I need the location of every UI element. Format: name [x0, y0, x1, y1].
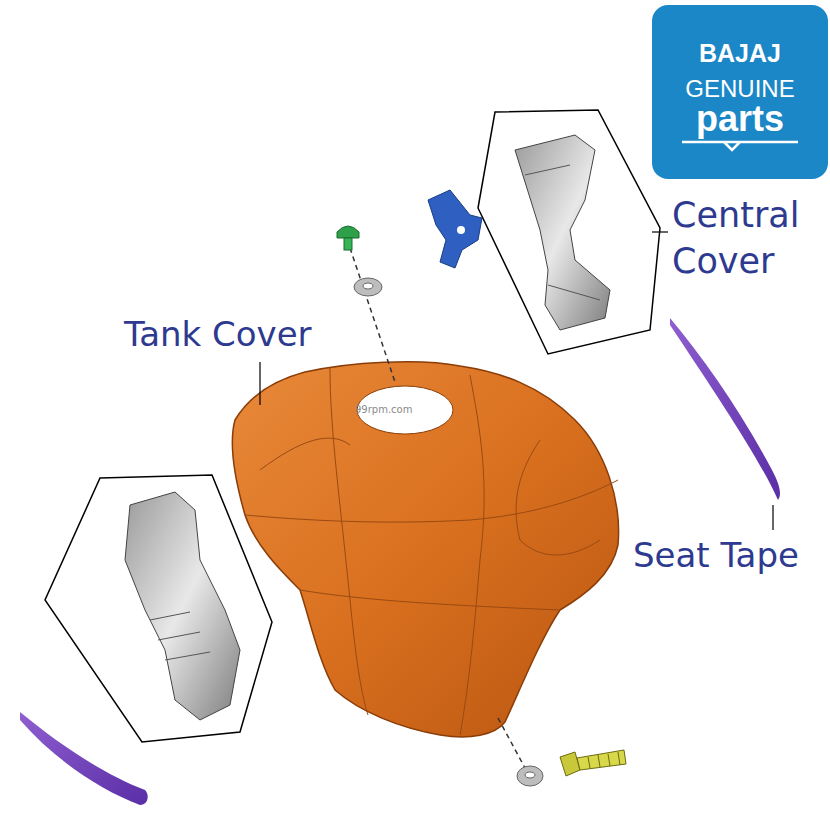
bolt [560, 750, 626, 776]
leader-line [772, 505, 773, 530]
washer [517, 766, 543, 786]
washer [354, 278, 382, 296]
assembly-line [498, 718, 525, 768]
inset-outline [45, 475, 272, 742]
central-cover [125, 492, 240, 720]
tank-cover [232, 362, 618, 737]
assembly-line [350, 248, 395, 382]
seat-tape [670, 318, 780, 500]
brand-tagline: GENUINE [652, 77, 828, 101]
bracket-hole [457, 226, 465, 234]
leader-line [652, 231, 668, 232]
screw [337, 226, 359, 250]
underline-mark [682, 142, 798, 150]
part-name: Central Cover [672, 193, 822, 284]
inset-outline [478, 110, 660, 354]
bracket [428, 190, 482, 268]
part-name: Seat Tape [633, 533, 799, 577]
leader-line [259, 362, 260, 405]
brand-name: BAJAJ [652, 41, 828, 66]
part-name: Tank Cover [124, 312, 312, 356]
seat-tape [20, 712, 148, 805]
central-cover [515, 135, 610, 330]
logo-box: BAJAJ GENUINEparts [652, 5, 828, 179]
watermark: 99rpm.com [355, 403, 412, 416]
brand-tagline: parts [652, 101, 828, 137]
